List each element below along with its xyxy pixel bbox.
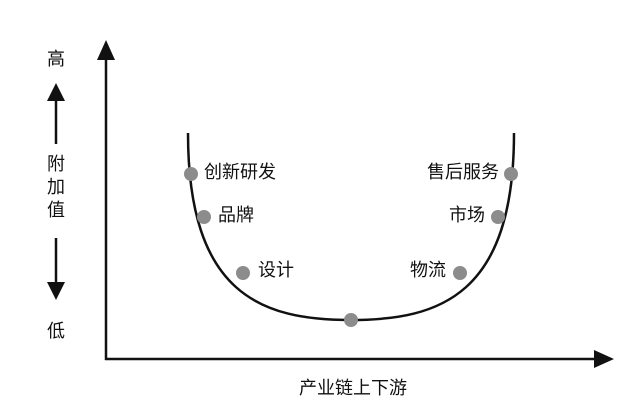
y-axis-arrowhead xyxy=(97,40,115,60)
curve-label-after-sales: 售后服务 xyxy=(427,162,499,183)
x-axis-label: 产业链上下游 xyxy=(299,378,407,399)
curve-label-rd: 创新研发 xyxy=(204,162,276,183)
y-axis-value-label-char-1: 附 xyxy=(47,154,65,175)
curve-label-brand: 品牌 xyxy=(218,205,254,226)
curve-point-design xyxy=(236,266,250,280)
curve-label-logistics: 物流 xyxy=(410,260,446,281)
curve-point-logistics xyxy=(453,266,467,280)
y-axis-value-label-char-3: 值 xyxy=(47,200,65,221)
y-axis-value-label-char-2: 加 xyxy=(47,177,65,198)
curve-point-after-sales xyxy=(504,167,518,181)
y-axis-high-label: 高 xyxy=(47,49,65,70)
curve-label-design: 设计 xyxy=(258,260,294,281)
curve-point-bottom xyxy=(344,313,358,327)
up-arrow-icon xyxy=(47,83,65,101)
down-arrow-icon xyxy=(47,282,65,300)
y-axis-low-label: 低 xyxy=(47,321,65,342)
curve-point-brand xyxy=(197,210,211,224)
curve-point-rd xyxy=(184,167,198,181)
x-axis-arrowhead xyxy=(594,350,614,368)
curve-point-market xyxy=(491,210,505,224)
curve-label-market: 市场 xyxy=(449,205,485,226)
